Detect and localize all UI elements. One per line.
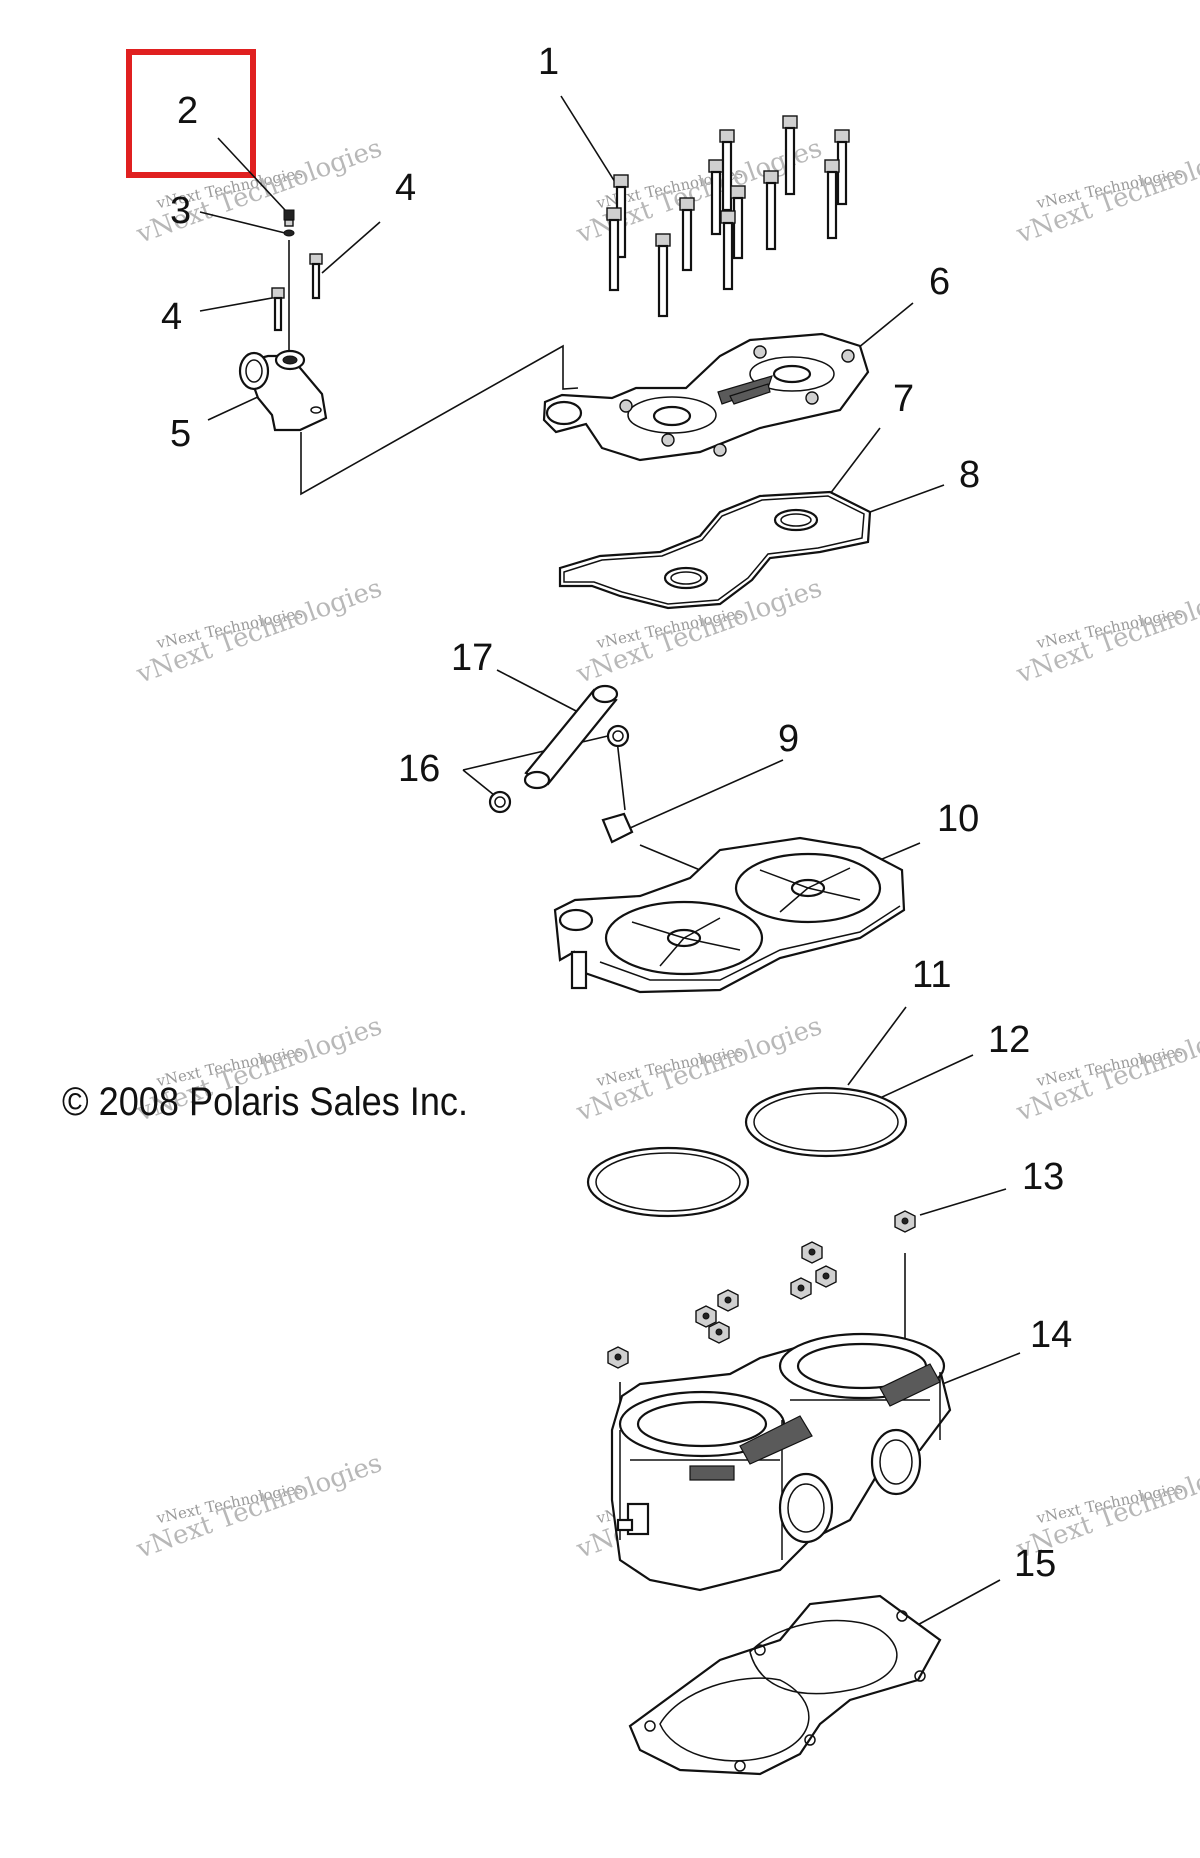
- highlight-box: [126, 49, 256, 178]
- callout-2[interactable]: 2: [177, 90, 198, 132]
- callout-3[interactable]: 3: [170, 190, 191, 232]
- watermark-line: vNext Technologies: [1012, 573, 1200, 690]
- callout-7[interactable]: 7: [893, 378, 914, 420]
- callout-15[interactable]: 15: [1014, 1543, 1056, 1585]
- watermark: vNext Technologies vNext Technologies: [1012, 133, 1200, 250]
- watermark-line: vNext Technologies: [1012, 133, 1200, 250]
- callout-4[interactable]: 4: [395, 167, 416, 209]
- watermark: vNext Technologies vNext Technologies: [132, 1448, 386, 1565]
- watermark: vNext Technologies vNext Technologies: [1012, 573, 1200, 690]
- watermark: vNext Technologies vNext Technologies: [1012, 1011, 1200, 1128]
- callout-14[interactable]: 14: [1030, 1314, 1072, 1356]
- head-gasket-group: [558, 490, 872, 610]
- callout-17[interactable]: 17: [451, 637, 493, 679]
- hose-fittings: [488, 684, 634, 844]
- watermark: vNext Technologies vNext Technologies: [132, 133, 386, 250]
- callout-labels: 1 2 3 4 4 5 6 7 8 9 10 11 12 13 14 15 16…: [161, 41, 1072, 1585]
- callout-5[interactable]: 5: [170, 413, 191, 455]
- thermostat-housing-group: [238, 209, 328, 432]
- callout-11[interactable]: 11: [912, 954, 951, 996]
- callout-9[interactable]: 9: [778, 718, 799, 760]
- callout-1[interactable]: 1: [538, 41, 559, 83]
- callout-6[interactable]: 6: [929, 261, 950, 303]
- callout-10[interactable]: 10: [937, 798, 979, 840]
- base-gasket: [628, 1594, 942, 1776]
- callout-16[interactable]: 16: [398, 748, 440, 790]
- cylinder-block: [610, 1332, 952, 1592]
- cylinder-gaskets: [586, 1086, 908, 1218]
- callout-12[interactable]: 12: [988, 1019, 1030, 1061]
- watermark: vNext Technologies vNext Technologies: [132, 573, 386, 690]
- head-bolts: [606, 115, 850, 318]
- head-cover: [542, 332, 870, 462]
- copyright-notice: © 2008 Polaris Sales Inc.: [62, 1080, 468, 1124]
- callout-13[interactable]: 13: [1022, 1156, 1064, 1198]
- callout-4[interactable]: 4: [161, 296, 182, 338]
- cylinder-nuts: [607, 1210, 916, 1369]
- callout-8[interactable]: 8: [959, 454, 980, 496]
- cylinder-head: [553, 836, 906, 994]
- watermark-line: vNext Technologies: [1012, 1011, 1200, 1128]
